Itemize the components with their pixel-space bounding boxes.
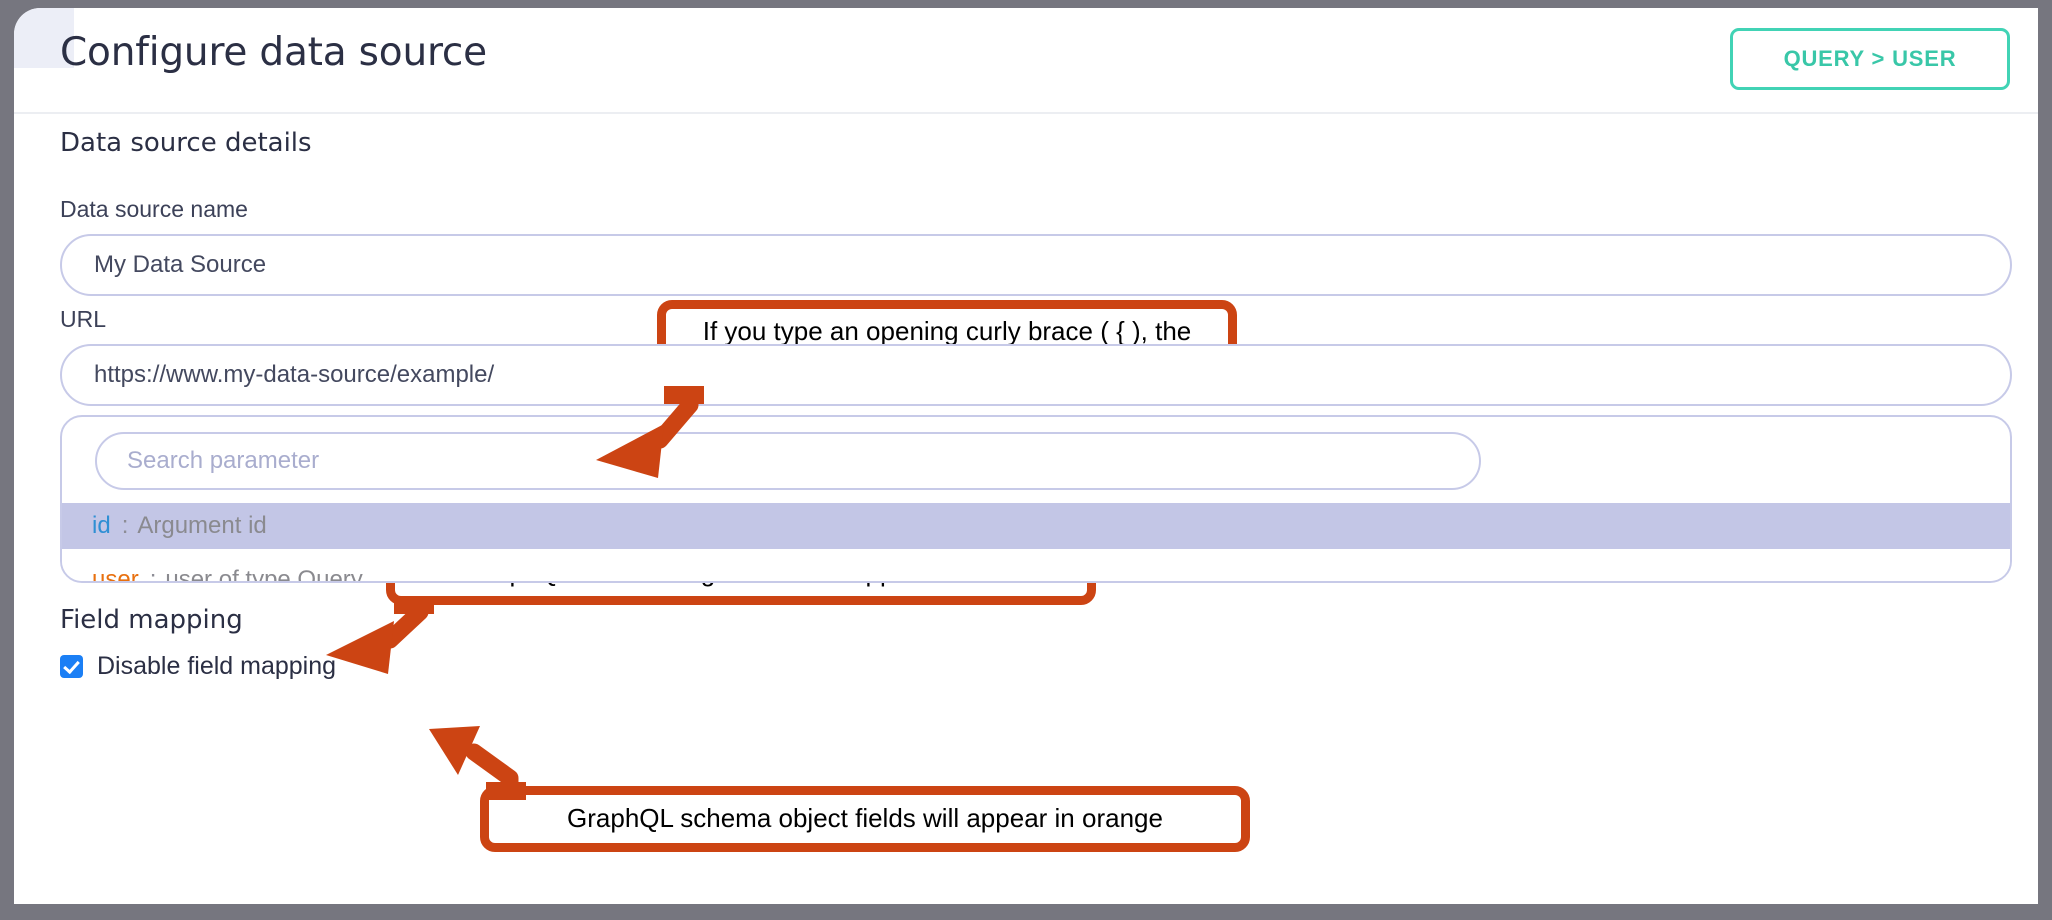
data-source-details-heading: Data source details [60,128,312,158]
url-input[interactable]: https://www.my-data-source/example/ [60,344,2012,406]
disable-field-mapping-label: Disable field mapping [97,652,337,680]
parameter-colon: : [149,566,157,583]
card-header: Configure data source QUERY > USER [14,8,2038,114]
field-mapping-heading: Field mapping [60,605,243,635]
parameter-description: Argument id [137,512,267,539]
query-user-button[interactable]: QUERY > USER [1730,28,2010,90]
parameter-key: id [92,512,111,539]
parameter-list-item-user[interactable]: user : user of type Query [62,557,2010,583]
parameter-key: user [92,566,139,583]
disable-field-mapping-checkbox[interactable] [60,655,83,678]
url-label: URL [60,306,107,332]
search-parameter-input[interactable]: Search parameter [95,432,1481,490]
callout-fields-orange: GraphQL schema object fields will appear… [480,786,1250,852]
card-body: Data source details Data source name My … [14,112,2038,904]
parameter-dropdown-panel: Search parameter id : Argument id user :… [60,415,2012,583]
data-source-name-input[interactable]: My Data Source [60,234,2012,296]
parameter-colon: : [121,512,129,539]
disable-field-mapping-row[interactable]: Disable field mapping [60,652,336,681]
configure-data-source-card: Configure data source QUERY > USER Data … [14,8,2038,904]
parameter-description: user of type Query [165,566,363,583]
page-title: Configure data source [60,30,487,75]
card-corner-tint [14,8,74,68]
data-source-name-label: Data source name [60,196,248,222]
parameter-list-item-id[interactable]: id : Argument id [62,503,2010,549]
